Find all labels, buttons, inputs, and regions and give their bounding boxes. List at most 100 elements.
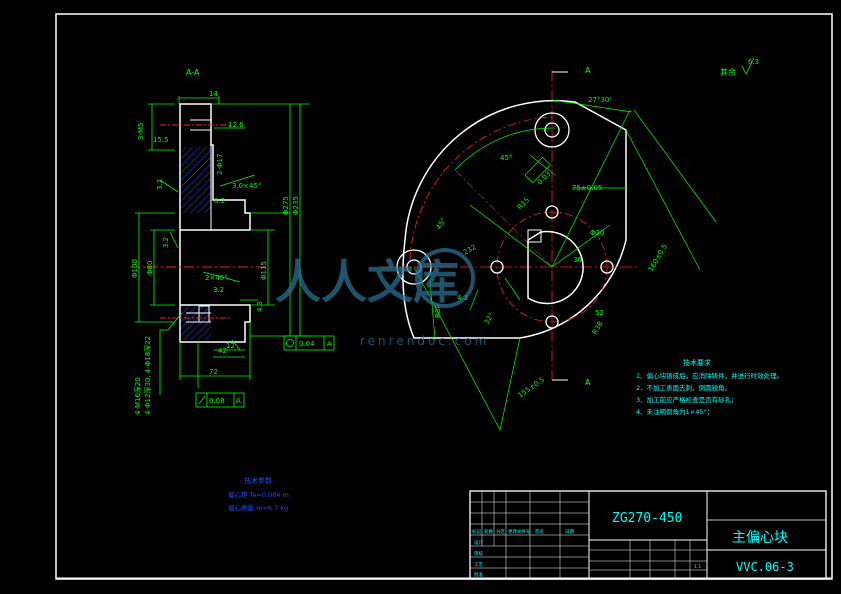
tech-params: 技术参数 偏心矩 Te=0.084 m 偏心质量 m=6.7 kg [228, 476, 289, 512]
tech-params-line2: 偏心质量 m=6.7 kg [228, 503, 288, 512]
watermark-url: renrendoc.com [360, 334, 489, 348]
dim-4-3: 4.3 [256, 301, 264, 312]
dim-45: 45° [500, 154, 512, 162]
dim-75: 75±0.05 [572, 184, 602, 192]
dim-14: 14 [209, 90, 218, 98]
tol-ref-1: A [327, 340, 332, 348]
section-label: A-A [186, 68, 200, 77]
dim-r15: R15 [516, 196, 531, 211]
dim-52: 52 [595, 309, 604, 317]
bolt-hole-bottom [545, 315, 559, 329]
tb-material: ZG270-450 [612, 511, 682, 526]
section-dimension-lines [135, 96, 310, 395]
lifting-boss-left [396, 249, 432, 285]
drawing-frame [55, 13, 833, 580]
holes-note: 4-M16深20 [133, 377, 142, 415]
dim-phi100: Φ100 [131, 259, 139, 278]
dim-phi275: Φ275 [282, 196, 290, 215]
tech-requirements: 技术要求 1、偏心块铸成后，应消除铸件，并进行时效处理。 2、不加工表面去刺，倒… [636, 358, 783, 416]
bolt-hole-top [545, 205, 559, 219]
lower-hole [198, 305, 210, 323]
hatch-upper [181, 147, 211, 213]
roughness-value: 6.3 [748, 58, 759, 66]
lifting-hole-top [544, 122, 560, 138]
dim-3-2c: 3.2 [162, 237, 170, 248]
holes-note-2: 4-Φ12深30, 4-Φ18深22 [143, 336, 152, 415]
dim-chamfer: 3.0×45° [232, 182, 261, 190]
tech-req-1: 1、偏心块铸成后，应消除铸件，并进行时效处理。 [636, 371, 783, 380]
section-mark-a-top: A [585, 66, 591, 75]
tech-params-line1: 偏心矩 Te=0.084 m [228, 490, 289, 499]
tolerance-box-1[interactable]: 0.04 A [283, 335, 335, 351]
dim-42: 42 [218, 347, 227, 355]
tb-scale: 1:1 [694, 564, 701, 570]
tb-row-3: 工艺 [474, 562, 483, 568]
section-mark-a-bottom: A [585, 378, 591, 387]
dim-8-2: 8.2 [214, 197, 225, 205]
tb-drawing-no: VVC.06-3 [736, 560, 794, 574]
tb-small-5: 签名 [535, 528, 544, 535]
section-view[interactable]: A-A [130, 68, 335, 415]
dim-2-phi17: 2-Φ17 [216, 154, 224, 175]
tb-small-3: 分区 [496, 528, 505, 535]
dim-3-2b: 3.2 [213, 286, 224, 294]
dim-2x45: 2×45° [205, 274, 228, 282]
eccentric-block-outline [402, 99, 627, 339]
dim-36: 36 [573, 256, 582, 264]
watermark-logo-icon [415, 248, 475, 308]
dim-27-30: 27°30' [588, 96, 611, 104]
dim-3-2: 3.2 [156, 179, 164, 190]
dim-12: 12 [226, 342, 235, 350]
dim-45b: 45° [435, 216, 448, 231]
tech-req-3: 3、加工前应严格检查是否有砂孔； [636, 395, 738, 404]
tech-params-title: 技术参数 [244, 476, 272, 485]
tb-row-1: 设计 [474, 539, 483, 546]
tb-row-4: 批准 [474, 571, 483, 578]
tech-req-2: 2、不加工表面去刺，倒圆锐角。 [636, 383, 731, 392]
dim-3-m5: 3-M5 [137, 123, 145, 140]
tb-small-2: 处数 [484, 528, 493, 535]
key-tolerance-box [524, 156, 551, 184]
tol-value-1: 0.04 [299, 340, 315, 348]
tb-part-name: 主偏心块 [732, 530, 788, 546]
section-outline-lower [179, 104, 251, 343]
dim-32: 32° [483, 311, 496, 326]
dim-phi115: Φ115 [260, 261, 268, 280]
dim-232: 232 [462, 243, 478, 257]
dim-12-6: 12.6 [228, 121, 244, 129]
tb-small-1: 标记 [472, 528, 481, 535]
tb-small-4: 更改文件号 [508, 528, 531, 535]
title-block[interactable]: 标记 处数 分区 更改文件号 签名 日期 设计 审核 工艺 批准 1:1 ZG2… [469, 490, 827, 580]
bolt-hole-right [600, 260, 614, 274]
diag-centerline [454, 169, 553, 268]
dim-155: 155±0.5 [517, 376, 546, 400]
tb-small-6: 日期 [565, 529, 574, 535]
dim-phi80: Φ80 [146, 261, 154, 275]
dim-phi20: Φ20 [590, 229, 604, 237]
lifting-boss-top [534, 112, 570, 148]
tolerance-box-2[interactable]: 0.08 A [195, 392, 245, 408]
tol-value-2: 0.08 [209, 397, 225, 405]
front-dimension-lines [413, 99, 717, 431]
tol-ref-2: A [236, 397, 241, 405]
bolt-hole-left [490, 260, 504, 274]
runout-icon [198, 395, 206, 405]
bolt-circle [496, 211, 608, 323]
tech-req-title: 技术要求 [683, 358, 711, 367]
roughness-icon [741, 57, 755, 75]
dim-phi235: Φ235 [292, 196, 300, 215]
roughness-prefix: 其余 [720, 67, 736, 77]
tb-row-2: 审核 [474, 550, 483, 557]
dim-160: 160±0.5 [647, 243, 669, 273]
tech-req-4: 4、未注明倒角为1×45°； [636, 407, 713, 416]
main-bore [527, 230, 584, 305]
keyway [527, 229, 542, 243]
dim-key-tol: 0.03 [536, 170, 553, 187]
concentricity-icon [286, 339, 294, 347]
dim-15-5: 15.5 [153, 136, 169, 144]
dim-r80: R80 [434, 304, 442, 318]
dim-72: 72 [209, 368, 218, 376]
watermark: 人人文库 renrendoc.com [275, 248, 489, 348]
